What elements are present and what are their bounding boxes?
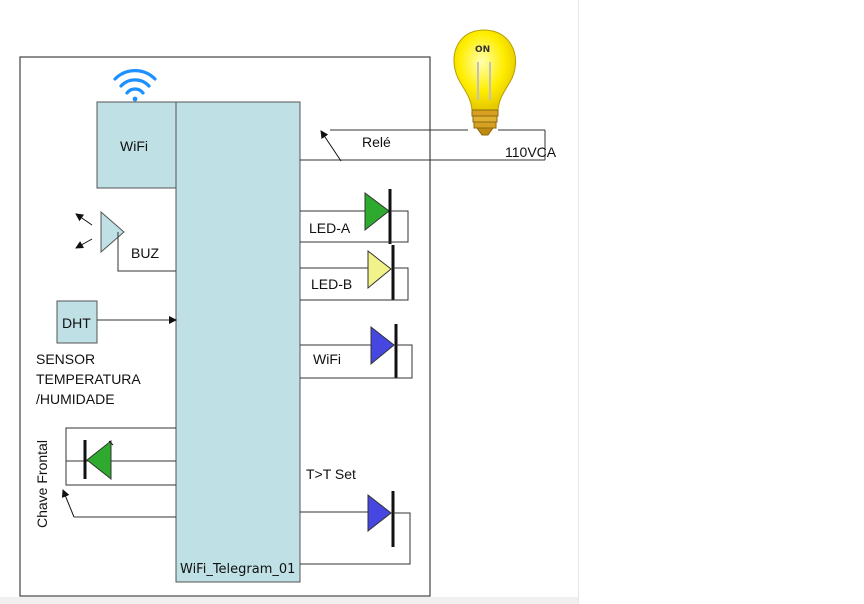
led-b [300,245,409,301]
wifi-icon [113,69,157,102]
sensor-line-1: SENSOR [36,351,95,367]
blank-panel [578,0,864,604]
mains-label: 110VCA [505,144,557,160]
bottom-edge [0,597,578,604]
led-temp-label: T>T Set [306,466,356,482]
sensor-line-2: TEMPERATURA [36,371,141,387]
led-b-label: LED-B [311,276,352,292]
switch-label: Chave Frontal [34,440,50,528]
buzzer-label: BUZ [131,245,159,261]
relay [300,129,546,162]
led-wifi-label: WiFi [313,351,341,367]
sensor-line-3: /HUMIDADE [36,391,115,407]
front-switch [61,489,176,518]
board-name: WiFi_Telegram_01 [180,562,295,577]
dht-label: DHT [62,315,91,331]
led-a-label: LED-A [309,220,351,236]
front-switch-led [65,427,176,486]
dht-sensor [56,300,98,344]
bulb-state: ON [475,45,490,55]
wifi-module-label: WiFi [120,138,148,154]
main-board [175,101,301,583]
led-wifi [300,324,413,379]
buzzer [75,210,176,272]
led-a [300,189,409,244]
block-diagram: WiFi WiFi_Telegram_01 BUZ DHT SENSOR TEM… [19,29,557,597]
led-temp [300,491,411,565]
relay-label: Relé [362,134,391,150]
light-bulb-icon: ON [453,29,517,136]
wifi-module [96,101,178,189]
